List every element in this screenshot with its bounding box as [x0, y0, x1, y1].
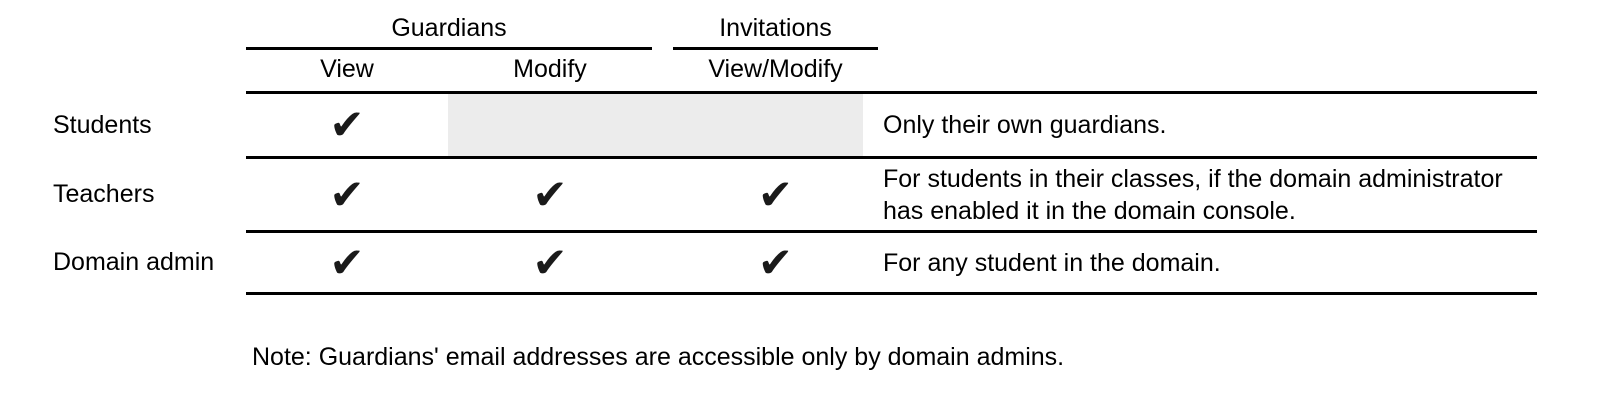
table-rule-after-teachers	[246, 230, 1537, 233]
guardians-underline	[246, 47, 652, 50]
column-header-view: View	[320, 54, 374, 83]
table-rule-after-students	[246, 156, 1537, 159]
checkmark-icon: ✔	[757, 237, 794, 287]
table-rule-bottom	[246, 292, 1537, 295]
column-group-label-guardians: Guardians	[391, 13, 507, 42]
na-shaded-cell	[448, 94, 863, 156]
row-label-students: Students	[53, 110, 152, 139]
row-label-teachers: Teachers	[53, 180, 155, 208]
checkmark-icon: ✔	[329, 237, 365, 287]
checkmark-icon: ✔	[757, 169, 794, 219]
table-rule-top	[246, 91, 1537, 94]
checkmark-icon: ✔	[329, 100, 365, 149]
row-label-domain-admin: Domain admin	[53, 248, 215, 276]
row-note-domain-admin: For any student in the domain.	[883, 248, 1221, 277]
column-header-view-modify: View/Modify	[708, 54, 843, 83]
footnote: Note: Guardians' email addresses are acc…	[252, 342, 1065, 371]
checkmark-icon: ✔	[532, 169, 568, 219]
invitations-underline	[673, 47, 878, 50]
row-note-students: Only their own guardians.	[883, 111, 1167, 139]
checkmark-icon: ✔	[532, 237, 568, 287]
column-group-label-invitations: Invitations	[719, 13, 832, 42]
column-header-modify: Modify	[513, 54, 587, 83]
row-note-teachers: For students in their classes, if the do…	[883, 164, 1503, 225]
checkmark-icon: ✔	[329, 169, 365, 219]
